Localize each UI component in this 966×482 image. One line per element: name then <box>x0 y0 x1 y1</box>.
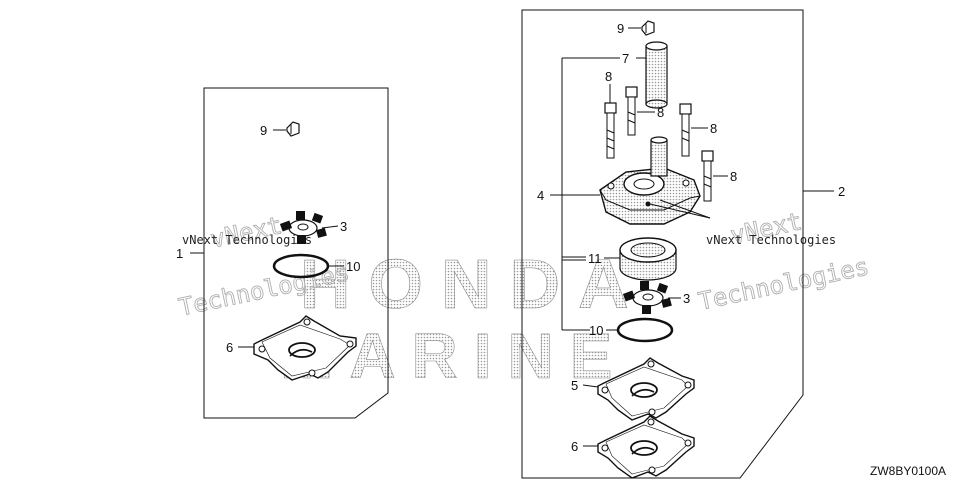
watermark-vendor-inline-right: vNext Technologies <box>706 233 836 247</box>
left-clip-part <box>286 121 300 137</box>
right-gasket-6-part <box>597 415 695 479</box>
right-gasket-5-part <box>597 357 695 421</box>
right-tube-part <box>645 41 668 109</box>
left-gasket-part <box>253 315 357 381</box>
callout-right-3: 3 <box>683 291 690 306</box>
callout-right-8b: 8 <box>657 105 664 120</box>
right-kit-frame <box>521 9 804 479</box>
callout-left-1: 1 <box>176 246 183 261</box>
right-impeller-part <box>622 281 672 314</box>
watermark-vendor-inline-left: vNext Technologies <box>182 233 312 247</box>
watermark-vendor-right: vNext Technologies <box>695 207 871 316</box>
diagram-code: ZW8BY0100A <box>870 464 946 478</box>
right-bolt-b <box>625 86 638 136</box>
callout-right-8d: 8 <box>730 169 737 184</box>
callout-right-10: 10 <box>589 323 603 338</box>
watermark-brand: HONDA MARINE <box>280 245 647 393</box>
callout-right-9: 9 <box>617 21 624 36</box>
callout-right-8a: 8 <box>605 69 612 84</box>
callout-left-3: 3 <box>340 219 347 234</box>
callout-right-5: 5 <box>571 378 578 393</box>
callout-right-2: 2 <box>838 184 845 199</box>
callout-left-9: 9 <box>260 123 267 138</box>
callout-right-11: 11 <box>588 251 602 266</box>
callout-right-7: 7 <box>622 51 629 66</box>
callout-right-8c: 8 <box>710 121 717 136</box>
callout-right-4: 4 <box>537 188 544 203</box>
right-bolt-a <box>604 102 617 159</box>
left-kit-frame <box>203 87 389 419</box>
right-clip-part <box>641 20 655 36</box>
callout-left-10: 10 <box>346 259 360 274</box>
callout-left-6: 6 <box>226 340 233 355</box>
left-impeller-part <box>279 211 327 244</box>
right-insert-part <box>619 237 677 281</box>
watermark-vendor-right-line2: Technologies <box>696 252 871 315</box>
right-bolt-c <box>679 103 692 157</box>
watermark-honda: HONDA <box>300 245 647 323</box>
callout-right-6: 6 <box>571 439 578 454</box>
right-bolt-d <box>701 150 714 202</box>
